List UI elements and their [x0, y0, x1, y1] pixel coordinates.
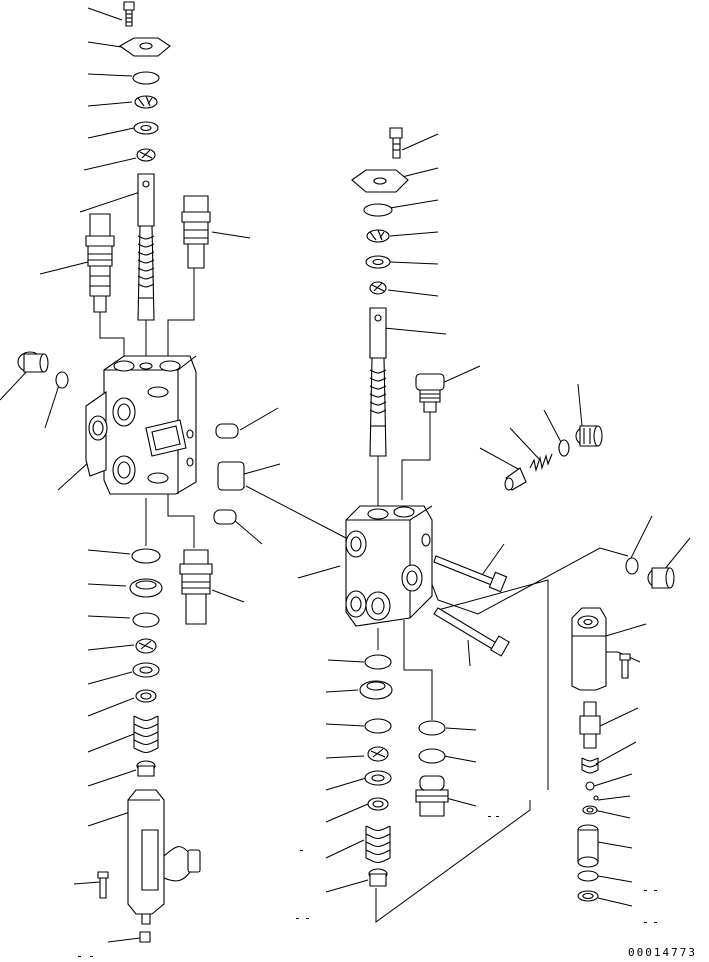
o-ring-icon — [419, 749, 445, 763]
plug-icon — [18, 352, 48, 372]
o-ring-icon — [365, 655, 391, 669]
ball-icon — [594, 796, 598, 800]
o-ring-icon — [364, 204, 392, 216]
o-ring-icon — [132, 549, 160, 563]
bolt-icon — [390, 128, 402, 158]
retainer-icon — [130, 579, 162, 597]
washer-icon — [366, 256, 390, 268]
spring-seat-icon — [137, 761, 155, 776]
sleeve-icon — [578, 825, 598, 867]
washer-icon — [365, 771, 391, 785]
o-ring-icon — [133, 613, 159, 627]
relief-valve-icon — [86, 214, 114, 312]
spool-rod-icon — [138, 174, 154, 320]
plug-icon — [648, 568, 674, 588]
plug-icon — [140, 932, 150, 942]
spring-icon — [134, 716, 158, 753]
spring-seat-icon — [368, 798, 388, 810]
flange-plate-icon — [120, 38, 170, 56]
o-ring-icon — [578, 871, 598, 881]
washer-icon — [578, 891, 598, 901]
nut-icon — [136, 639, 156, 653]
retainer-icon — [367, 230, 389, 242]
valve-spool-icon — [580, 702, 600, 748]
spring-icon — [530, 454, 552, 470]
leader-ticks — [78, 816, 657, 957]
plug-icon — [416, 776, 448, 816]
left-bottom-stack — [98, 549, 212, 942]
washer-icon — [134, 122, 158, 134]
plug-icon — [416, 374, 444, 412]
seal-icon — [214, 424, 244, 524]
ball-icon — [586, 782, 594, 790]
o-ring-icon — [365, 719, 391, 733]
right-bottom-stack — [360, 655, 448, 886]
spring-icon — [582, 758, 598, 773]
spring-icon — [366, 826, 390, 863]
nut-icon — [370, 282, 386, 294]
bolt-icon — [98, 872, 108, 898]
spool-rod-icon — [370, 308, 386, 456]
leader-lines — [0, 8, 690, 942]
plug-icon — [576, 426, 602, 446]
bolt-icon — [620, 654, 630, 678]
nut-icon — [137, 149, 155, 161]
seat-icon — [583, 806, 597, 814]
right-top-stack — [352, 128, 602, 490]
o-ring-icon — [419, 721, 445, 735]
flange-plate-icon — [352, 170, 408, 192]
right-valve-body — [346, 506, 432, 626]
nut-icon — [368, 747, 388, 761]
far-right-stack — [572, 608, 630, 901]
tie-bolt-icon — [434, 608, 509, 656]
o-ring-icon — [559, 440, 569, 456]
retainer-icon — [360, 681, 392, 699]
o-ring-icon — [133, 72, 159, 84]
bolt-icon — [124, 2, 134, 26]
left-top-stack — [86, 2, 210, 320]
tie-bolt-icon — [434, 556, 507, 592]
o-ring-icon — [56, 372, 68, 388]
drawing-number: 00014773 — [628, 946, 697, 959]
spring-seat-icon — [369, 869, 387, 886]
check-valve-icon — [180, 550, 212, 624]
spring-seat-icon — [136, 690, 156, 702]
washer-icon — [133, 663, 159, 677]
check-valve-icon — [182, 196, 210, 268]
o-ring-icon — [626, 558, 638, 574]
left-valve-body — [86, 356, 196, 494]
retainer-icon — [135, 96, 157, 108]
solenoid-icon — [128, 790, 200, 924]
poppet-icon — [505, 468, 526, 490]
cartridge-housing-icon — [572, 608, 606, 690]
